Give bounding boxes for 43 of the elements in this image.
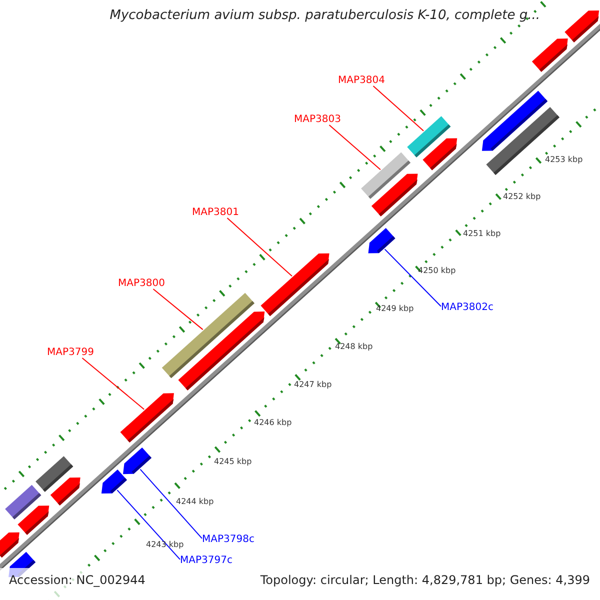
scale-label: 4243 kbp — [146, 540, 184, 549]
gene-label: MAP3802c — [441, 302, 494, 313]
gene-block — [120, 393, 174, 443]
gene-label: MAP3799 — [47, 347, 94, 358]
footer-text: Topology: circular; Length: 4,829,781 bp; Genes: 4,399 — [260, 573, 590, 587]
leader-line — [384, 248, 442, 307]
leader-line — [226, 218, 292, 277]
scale-label: 4253 kbp — [545, 155, 583, 164]
scale-label: 4244 kbp — [176, 497, 214, 506]
gene-block — [532, 38, 568, 72]
gene-bar — [407, 116, 451, 158]
scale-label: 4252 kbp — [503, 192, 541, 201]
gene-block — [123, 447, 152, 474]
footer-text: Accession: NC_002944 — [9, 573, 146, 587]
scale-label: 4249 kbp — [376, 304, 414, 313]
leader-line — [116, 490, 180, 560]
gene-block — [368, 228, 396, 254]
leader-line — [328, 124, 381, 170]
gene-bar — [36, 456, 74, 492]
gene-block — [178, 312, 265, 390]
gene-bar — [5, 484, 42, 520]
scale-label: 4251 kbp — [463, 229, 501, 238]
gene-block — [260, 253, 330, 316]
leader-line — [372, 86, 424, 132]
gene-block — [0, 532, 20, 558]
leader-line — [140, 468, 202, 539]
gene-bar — [361, 152, 411, 199]
scale-label: 4248 kbp — [335, 342, 373, 351]
gene-label: MAP3803 — [294, 114, 341, 125]
gene-label: MAP3804 — [338, 75, 385, 86]
scale-label: 4246 kbp — [254, 418, 292, 427]
gene-block — [564, 10, 600, 42]
title: Mycobacterium avium subsp. paratuberculosis K-10, complete g... — [110, 8, 540, 23]
leader-line — [82, 358, 145, 410]
gene-label: MAP3797c — [180, 555, 232, 566]
gene-block — [482, 90, 548, 151]
gene-block — [101, 470, 127, 494]
scale-label: 4247 kbp — [294, 380, 332, 389]
scale-label: 4245 kbp — [214, 457, 252, 466]
gene-label: MAP3798c — [202, 534, 254, 545]
scale-label: 4250 kbp — [418, 266, 456, 275]
gene-label: MAP3801 — [192, 207, 239, 218]
gene-label: MAP3800 — [118, 278, 165, 289]
